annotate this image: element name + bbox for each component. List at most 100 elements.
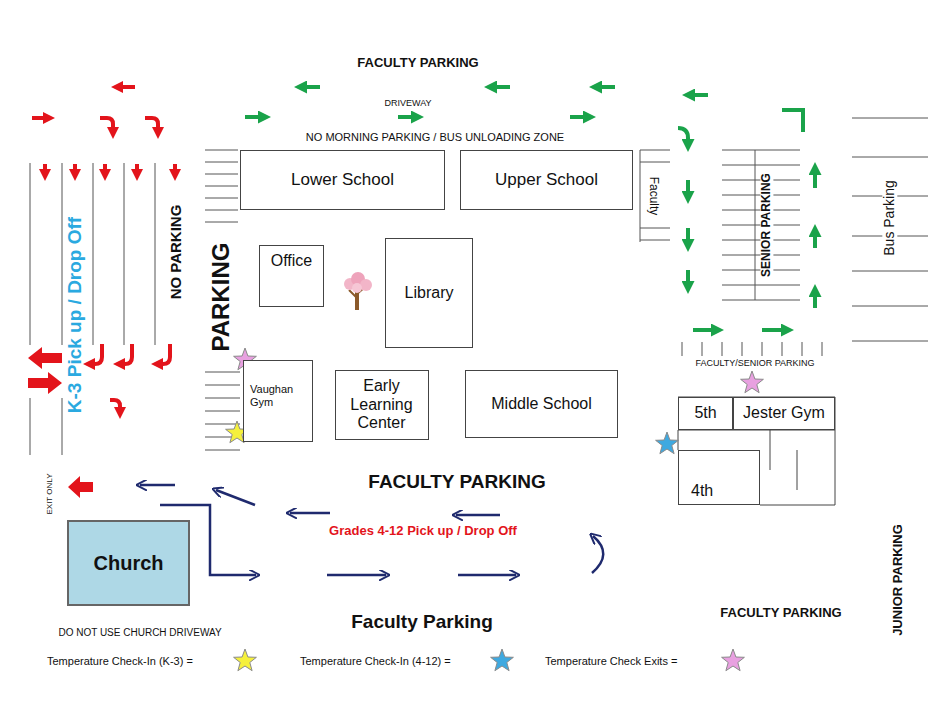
vertical-area-label: PARKING (208, 241, 234, 354)
building-box: Middle School (465, 370, 618, 438)
traffic-arrow (120, 85, 135, 89)
area-label: FACULTY PARKING (368, 472, 545, 493)
exit-star (741, 371, 764, 393)
stall-line (722, 342, 723, 356)
traffic-arrow (678, 128, 688, 142)
traffic-arrow (135, 164, 139, 172)
stall-line (640, 150, 641, 242)
parking-stall-lines (30, 118, 928, 455)
building-name: Library (405, 284, 454, 302)
building-box: Early Learning Center (335, 370, 429, 440)
area-label: Faculty Parking (351, 612, 493, 633)
building-box: Lower School (240, 150, 445, 210)
area-label: DO NOT USE CHURCH DRIVEWAY (58, 627, 221, 638)
traffic-arrow (782, 110, 803, 132)
stall-line (722, 285, 800, 286)
traffic-arrow (100, 118, 113, 130)
stall-line (640, 162, 670, 163)
stall-line (124, 163, 125, 345)
traffic-arrow (494, 85, 510, 89)
stall-line (205, 150, 238, 151)
traffic-arrow (304, 85, 320, 89)
building-name: Early Learning Center (340, 377, 424, 432)
building-name: Church (94, 552, 164, 575)
traffic-arrow (216, 490, 255, 505)
stall-line (702, 342, 703, 356)
traffic-arrow (762, 328, 784, 332)
stall-line (205, 398, 240, 399)
stall-line (822, 342, 823, 356)
traffic-arrow (458, 574, 516, 577)
legend-text: Temperature Check Exits = (545, 655, 677, 667)
stall-line (852, 341, 928, 342)
area-label: Grades 4-12 Pick up / Drop Off (329, 524, 517, 538)
block-arrow (68, 476, 93, 498)
stall-line (205, 411, 240, 412)
stall-line (742, 342, 743, 356)
jester-divider (770, 450, 771, 470)
legend-symbol (234, 649, 257, 671)
vertical-area-label: SENIOR PARKING (760, 171, 773, 279)
traffic-arrow (592, 536, 603, 573)
church-building: Church (67, 520, 190, 606)
stall-line (205, 424, 240, 425)
traffic-arrow (398, 115, 414, 119)
legend-symbol (491, 649, 514, 671)
tree-blossom (352, 283, 362, 293)
stall-line (30, 398, 31, 455)
block-arrow (28, 372, 62, 394)
traffic-arrow (599, 85, 615, 89)
stall-line (205, 198, 238, 199)
traffic-arrow (456, 514, 500, 517)
vertical-area-label: EXIT ONLY (46, 473, 55, 514)
stall-line (755, 150, 756, 300)
area-label: FACULTY/SENIOR PARKING (695, 359, 814, 369)
stall-line (205, 222, 238, 223)
stall-line (205, 372, 240, 373)
traffic-arrow (327, 574, 386, 577)
stall-line (205, 162, 238, 163)
stall-line (782, 342, 783, 356)
vertical-area-label: JUNIOR PARKING (891, 524, 905, 636)
building-box: Vaughan Gym (243, 360, 313, 442)
stall-line (62, 398, 63, 455)
traffic-arrow (686, 180, 690, 194)
building-box: 5th (678, 397, 733, 430)
stall-line (62, 163, 63, 345)
legend-text: Temperature Check-In (4-12) = (300, 655, 451, 667)
traffic-arrow (92, 344, 102, 364)
blossom-tree (344, 272, 372, 310)
traffic-arrow (813, 234, 817, 248)
stall-line (852, 271, 928, 272)
traffic-arrow (110, 400, 120, 410)
stall-line (722, 300, 800, 301)
stall-line (722, 150, 800, 151)
stall-line (640, 228, 670, 229)
building-name: Lower School (291, 170, 394, 190)
stall-line (802, 342, 803, 356)
jester-divider (797, 450, 798, 490)
stall-line (762, 342, 763, 356)
building-box: Office (259, 245, 324, 307)
building-name: Jester Gym (743, 404, 825, 422)
traffic-arrow (686, 228, 690, 242)
vertical-area-label: K-3 Pick up / Drop Off (65, 217, 86, 413)
building-name: Upper School (495, 170, 598, 190)
stall-line (205, 450, 240, 451)
upper-checkin-star (656, 432, 679, 454)
navy-traffic-arrows (140, 485, 603, 575)
traffic-arrow (570, 115, 586, 119)
traffic-arrow (173, 164, 177, 172)
building-box: Jester Gym (733, 397, 835, 430)
jester-divider (770, 430, 771, 450)
traffic-arrow (145, 118, 158, 130)
building-name: 4th (691, 482, 713, 500)
building-name: Middle School (491, 395, 592, 413)
building-name: 5th (694, 404, 716, 422)
area-label: FACULTY PARKING (357, 56, 478, 70)
stall-line (205, 385, 240, 386)
traffic-arrow (122, 344, 132, 364)
stall-line (205, 174, 238, 175)
stall-line (30, 163, 31, 345)
